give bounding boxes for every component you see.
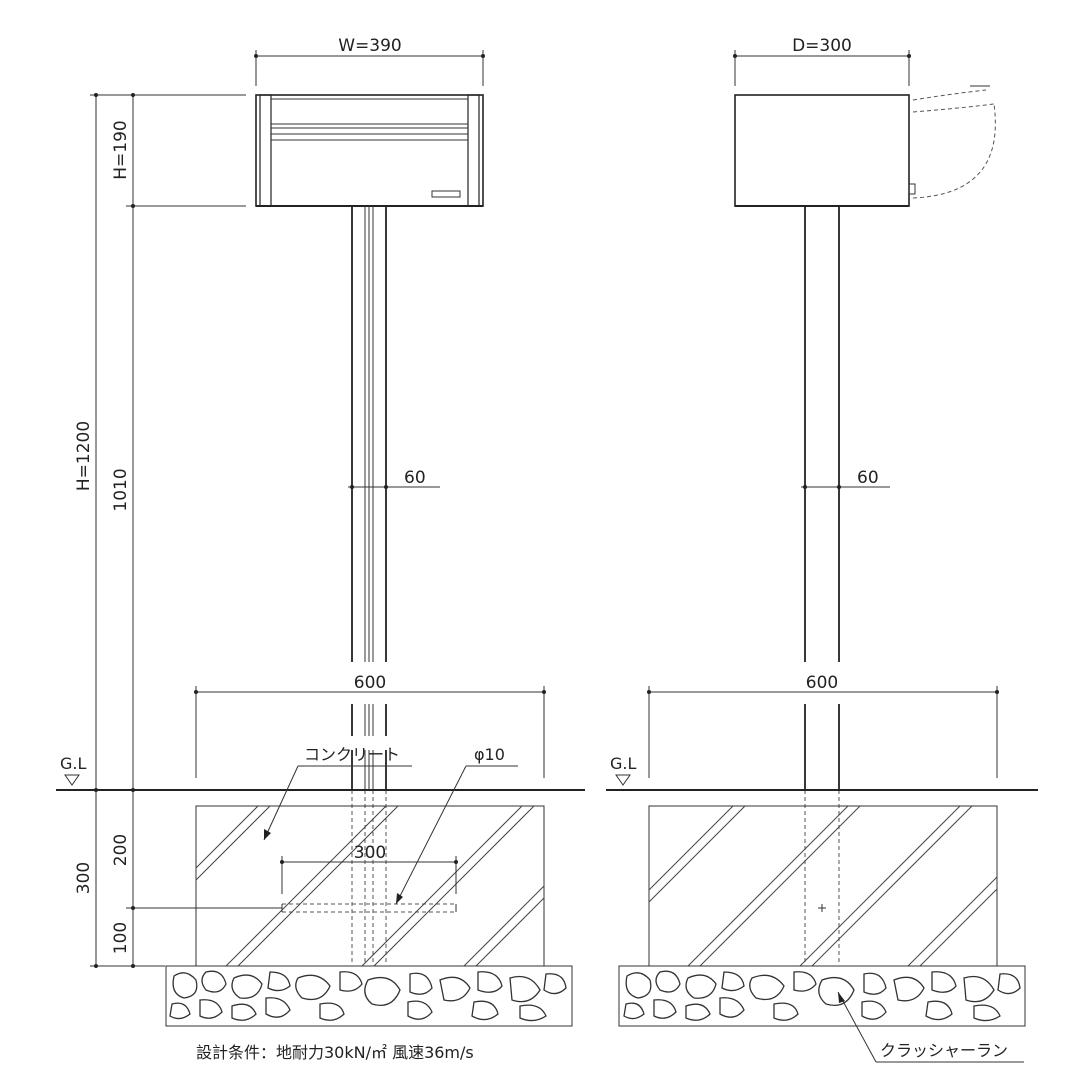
side-depth-label: D=300: [792, 36, 852, 56]
front-leaders: コンクリート φ10: [263, 745, 518, 905]
side-post-width-label: 60: [857, 468, 879, 488]
concrete-label: コンクリート: [304, 745, 400, 764]
anchor-span-label: 300: [354, 843, 386, 863]
side-mailbox: [734, 85, 996, 207]
height-dimensions: H=190 H=1200 1010 300 200 100: [74, 93, 282, 968]
front-base-label: 600: [354, 673, 386, 693]
front-post-dimension: 60: [348, 468, 440, 489]
side-base-label: 600: [806, 673, 838, 693]
side-post-dimension: 60: [801, 468, 890, 489]
front-base-dimension: 600: [194, 673, 546, 778]
crusher-run-leader: クラッシャーラン: [837, 991, 1024, 1063]
side-gl-label: G.L: [610, 754, 636, 773]
front-gl-label: G.L: [60, 754, 86, 773]
side-ground-line: G.L: [606, 754, 1038, 791]
front-post: [281, 206, 457, 962]
front-ground-line: G.L: [56, 754, 585, 791]
footing-depth-label: 300: [74, 862, 94, 894]
footing-lower-label: 100: [111, 922, 131, 954]
front-width-label: W=390: [338, 36, 402, 56]
post-height-label: 1010: [111, 468, 131, 511]
front-view: 60 W=390 H=190: [56, 36, 585, 1062]
crusher-run-label: クラッシャーラン: [880, 1041, 1008, 1060]
design-conditions-label: 設計条件：地耐力30kN/㎡ 風速36m/s: [196, 1043, 474, 1062]
side-view: 60 D=300 600 G.L: [606, 36, 1038, 1063]
side-base-dimension: 600: [647, 673, 999, 778]
side-depth-dimension: D=300: [733, 36, 911, 86]
total-height-label: H=1200: [74, 421, 94, 491]
front-concrete-footing: 300: [195, 805, 545, 967]
front-width-dimension: W=390: [254, 36, 485, 86]
side-concrete-footing: [648, 805, 998, 967]
footing-upper-label: 200: [111, 834, 131, 866]
front-post-width-label: 60: [404, 468, 426, 488]
front-mailbox: [255, 94, 484, 207]
box-height-label: H=190: [111, 120, 131, 179]
side-post: [804, 206, 840, 962]
anchor-bar-label: φ10: [474, 745, 505, 764]
front-crusher-run: [165, 965, 573, 1027]
side-crusher-run: [618, 965, 1026, 1027]
